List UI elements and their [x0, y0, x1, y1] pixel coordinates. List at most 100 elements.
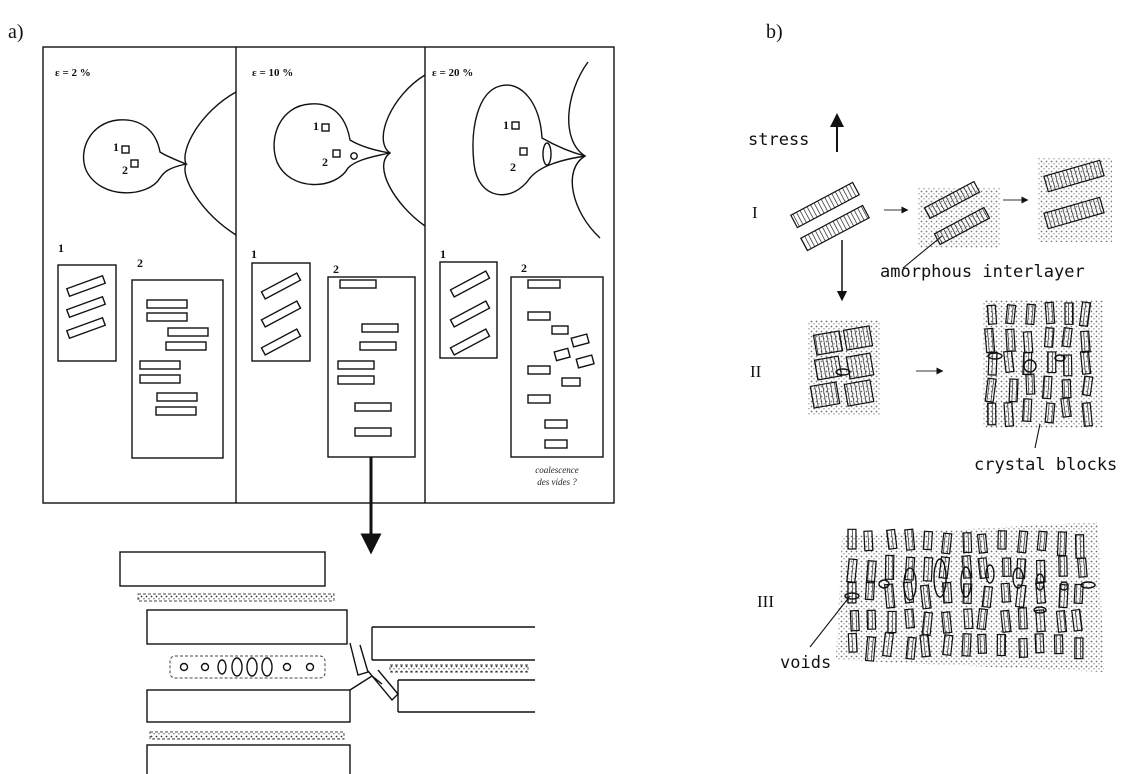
column-2-percent: ε = 2 % 1 2 1 2 — [55, 67, 236, 458]
zoom-2-label: 2 — [137, 256, 143, 270]
crystal-block — [987, 305, 996, 324]
site-1-label: 1 — [313, 119, 319, 133]
zoom-2-frame — [511, 277, 603, 457]
crystal-block — [978, 634, 987, 653]
crystal-block — [1062, 380, 1071, 398]
crystal-block — [922, 612, 932, 635]
stress-label: stress — [748, 130, 809, 150]
site-2-label: 2 — [322, 155, 328, 169]
crystal-block — [905, 529, 915, 550]
zoom-1-label: 1 — [440, 247, 446, 261]
site-1-marker — [512, 122, 519, 129]
site-2-marker — [520, 148, 527, 155]
panel-b-letter: b) — [766, 21, 783, 43]
zoom-1-label: 1 — [58, 241, 64, 255]
crystal-block — [888, 611, 896, 632]
stage-2-fragmenting — [808, 320, 880, 415]
zoom-1-frame — [58, 265, 116, 361]
crystal-block — [964, 609, 973, 629]
crystal-block — [997, 635, 1005, 656]
spherulite-outline — [84, 120, 186, 193]
crystal-block — [850, 611, 859, 631]
crystal-block — [988, 352, 997, 375]
crystal-block — [1057, 532, 1066, 556]
crystal-block — [1018, 531, 1028, 553]
crystal-block — [1001, 610, 1011, 632]
crystal-block — [1080, 351, 1090, 374]
crystal-block — [943, 635, 953, 656]
crystal-block — [1004, 351, 1014, 372]
site-1-label: 1 — [113, 140, 119, 154]
crystal-block — [866, 637, 876, 661]
lamellar-separation-sketch — [120, 552, 535, 774]
neighbour-boundary — [569, 62, 600, 238]
stage-1-lamellae-tilted — [1038, 158, 1112, 242]
crystal-block — [1018, 608, 1027, 629]
crystal-block — [885, 555, 893, 579]
crystal-block — [998, 531, 1006, 549]
crystal-block — [1061, 398, 1071, 417]
column-10-percent: ε = 10 % 1 2 1 2 — [251, 67, 425, 544]
elongated-void — [543, 143, 551, 165]
crystal-block — [887, 529, 897, 549]
void — [351, 153, 357, 159]
crystal-block — [939, 557, 949, 579]
crystal-block — [1023, 332, 1033, 353]
crystal-block — [1062, 328, 1072, 347]
crystal-block — [848, 529, 856, 549]
crystal-block — [1004, 403, 1014, 427]
crystal-blocks-label: crystal blocks — [974, 455, 1117, 475]
strain-label: ε = 2 % — [55, 67, 91, 79]
crystal-block — [905, 609, 915, 628]
tie-segment — [350, 643, 368, 675]
spherulite-outline — [274, 104, 390, 185]
crystal-block — [1043, 376, 1052, 399]
column-20-percent: ε = 20 % 1 2 1 2 — [432, 62, 603, 487]
crystal-block — [1075, 638, 1083, 659]
lamella — [147, 610, 347, 644]
crystal-block — [1059, 556, 1067, 576]
crystal-block — [963, 533, 972, 553]
tilted-lamellae — [450, 271, 489, 355]
crystal-block — [1065, 303, 1073, 324]
site-2-marker — [333, 150, 340, 157]
crystal-block — [982, 586, 992, 607]
voids-label: voids — [780, 653, 831, 673]
amorphous-interlayer-label: amorphous interlayer — [880, 262, 1085, 282]
zoom-1-label: 1 — [251, 247, 257, 261]
crystal-block — [867, 610, 875, 629]
strain-label: ε = 20 % — [432, 67, 473, 79]
crystal-block — [1006, 329, 1015, 351]
crystal-block — [1045, 302, 1055, 324]
tie-segment — [368, 670, 398, 700]
stacked-lamellae — [140, 300, 208, 415]
stage-1-label: I — [752, 203, 758, 222]
crystal-block — [1001, 583, 1010, 602]
crystal-block — [1006, 305, 1016, 324]
crystal-block — [942, 612, 952, 633]
zoom-2-label: 2 — [521, 261, 527, 275]
stage-3-voided-structure — [836, 522, 1104, 672]
crystal-block — [923, 557, 932, 581]
site-2-label: 2 — [122, 163, 128, 177]
crystal-block — [1009, 379, 1018, 402]
crystal-block — [962, 634, 971, 656]
crystal-block — [1023, 399, 1032, 422]
stage-2-crystal-blocks — [983, 300, 1103, 428]
crystal-block — [977, 609, 987, 630]
crystal-block — [1037, 531, 1047, 550]
crystal-block — [864, 531, 873, 551]
crystal-block — [1035, 634, 1044, 653]
coalescence-note-line-1: coalescence — [535, 465, 578, 475]
crystal-block — [1056, 611, 1066, 633]
tilted-lamellae — [67, 276, 105, 339]
crystal-block — [1003, 558, 1011, 576]
panel-a-letter: a) — [8, 21, 24, 43]
crystal-block — [942, 533, 952, 554]
panel-b: b) stress I amorphous interlayer II — [748, 21, 1117, 673]
crystal-block — [923, 531, 932, 550]
amorphous-layer — [390, 665, 528, 672]
crystal-block — [1048, 352, 1056, 373]
neighbour-boundary — [185, 92, 236, 235]
